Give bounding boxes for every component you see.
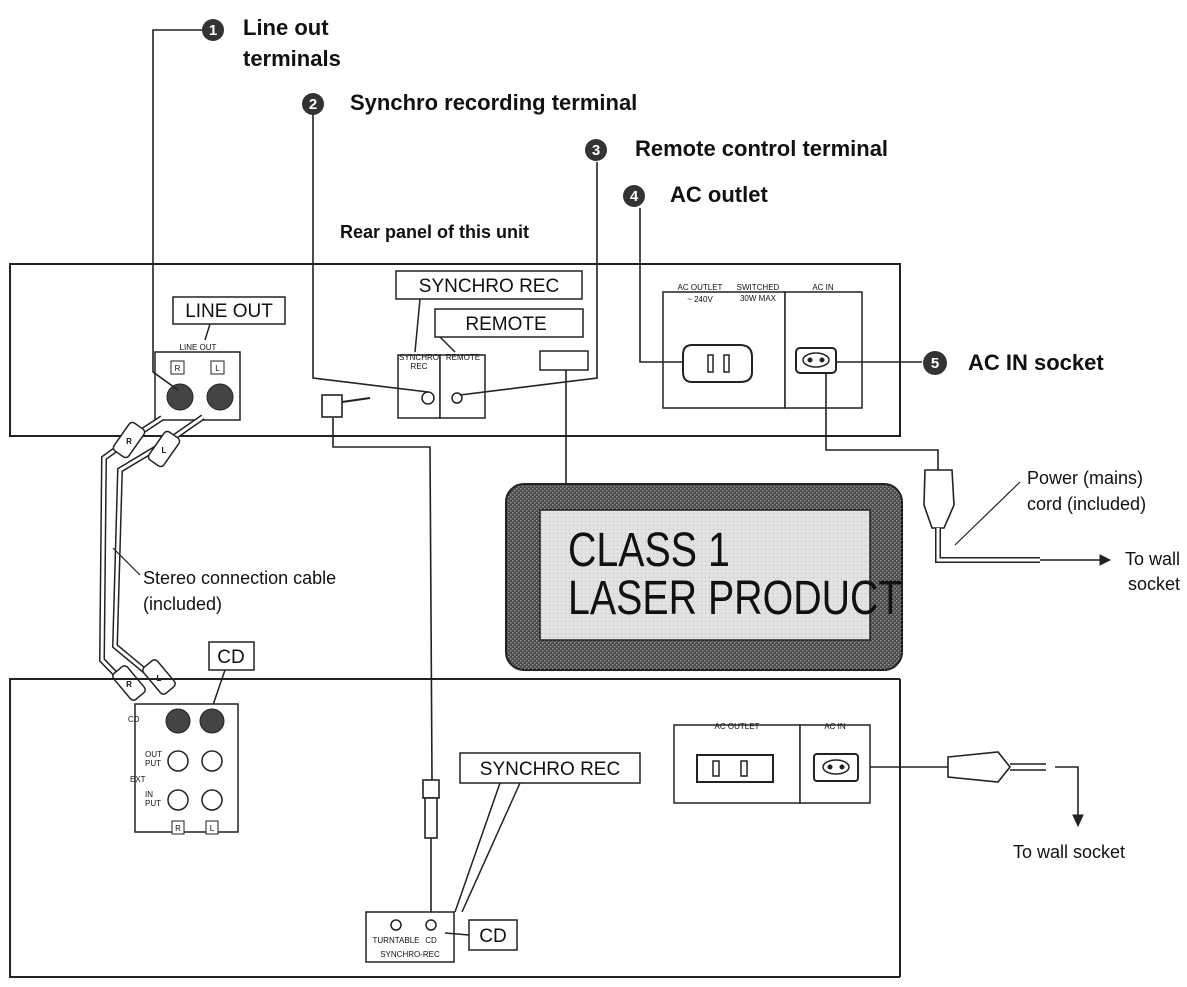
ext-output-l-jack[interactable]: [201, 750, 223, 772]
callout-2-text: Synchro recording terminal: [350, 90, 637, 115]
line-out-box-label: LINE OUT: [185, 301, 273, 322]
synchro-rec-jack-block-lower: [365, 911, 455, 963]
switched-label-1: SWITCHED: [737, 283, 780, 292]
synchro-small-label-1: SYNCHRO: [399, 353, 439, 362]
synchro-rec-small-label: SYNCHRO-REC: [380, 950, 440, 959]
callout-5-number: 5: [931, 355, 939, 372]
to-wall-socket-upper-1: To wall: [1125, 549, 1180, 569]
cable-plug-r-top-label: R: [126, 437, 132, 446]
switched-label-2: 30W MAX: [740, 294, 777, 303]
callout-1-number: 1: [209, 22, 217, 39]
lower-l-label: L: [210, 824, 215, 833]
turntable-small-label: TURNTABLE: [373, 936, 420, 945]
rear-panel-label: Rear panel of this unit: [340, 222, 529, 242]
to-wall-socket-lower: To wall socket: [1013, 842, 1125, 862]
callout-1-line2: terminals: [243, 46, 341, 71]
synchro-rec-box-lower-label: SYNCHRO REC: [480, 759, 620, 780]
cd-small-label: CD: [128, 715, 140, 724]
callout-3-badge: [585, 139, 607, 161]
stereo-cable-label-1: Stereo connection cable: [143, 568, 336, 588]
line-out-r-label: R: [175, 364, 181, 373]
ext-output-r-jack[interactable]: [167, 750, 189, 772]
callout-4: 4 AC outlet: [623, 182, 768, 207]
line-out-box: [172, 296, 286, 325]
to-wall-socket-upper-2: socket: [1128, 574, 1180, 594]
power-cord-label-2: cord (included): [1027, 494, 1146, 514]
remote-small-label: REMOTE: [446, 353, 480, 362]
line-out-r-jack[interactable]: [166, 383, 194, 411]
synchro-rec-box-lower: [459, 752, 641, 784]
output-label-2: PUT: [145, 759, 161, 768]
line-out-l-jack[interactable]: [206, 383, 234, 411]
cd-box-top-label: CD: [217, 647, 244, 668]
ext-small-label: EXT: [130, 775, 146, 784]
remote-jack[interactable]: [451, 392, 463, 404]
remote-jack-block: [439, 354, 486, 419]
callout-5: 5 AC IN socket: [923, 350, 1104, 375]
laser-line-2: LASER PRODUCT: [568, 571, 902, 625]
callout-3-number: 3: [592, 142, 600, 159]
ac-outlet-small-label-1: AC OUTLET: [678, 283, 723, 292]
cd-box-top: [208, 641, 255, 671]
stereo-cable-plugs: R L R L: [112, 421, 181, 701]
input-label-2: PUT: [145, 799, 161, 808]
callout-5-text: AC IN socket: [968, 350, 1104, 375]
laser-line-1: CLASS 1: [568, 523, 730, 577]
ac-in-small-label: AC IN: [812, 283, 834, 292]
cable-plug-l-top-label: L: [162, 446, 167, 455]
callout-2-badge: [302, 93, 324, 115]
synchro-rec-box-upper: [395, 270, 583, 300]
ac-outlet-lower-small-label: AC OUTLET: [715, 722, 760, 731]
line-out-l-label: L: [215, 364, 220, 373]
callout-3: 3 Remote control terminal: [585, 136, 888, 161]
callout-2-number: 2: [309, 96, 317, 113]
callout-4-badge: [623, 185, 645, 207]
callout-1-line1: Line out: [243, 15, 329, 40]
ext-input-l-jack[interactable]: [201, 789, 223, 811]
input-label-1: IN: [145, 790, 153, 799]
cd-box-bottom-label: CD: [479, 926, 506, 947]
output-label-1: OUT: [145, 750, 162, 759]
line-out-small-label: LINE OUT: [180, 343, 217, 352]
callout-2: 2 Synchro recording terminal: [302, 90, 637, 115]
lower-unit-panel: [9, 678, 900, 978]
cd-box-bottom: [468, 919, 518, 951]
cd-input-r-jack[interactable]: [165, 708, 191, 734]
turntable-jack[interactable]: [390, 919, 402, 931]
ac-outlet-socket-lower[interactable]: [696, 754, 774, 783]
lower-r-label: R: [175, 824, 181, 833]
remote-box-label: REMOTE: [465, 314, 546, 335]
callout-3-text: Remote control terminal: [635, 136, 888, 161]
upper-unit: LINE OUT LINE OUT R L SYNCHRO REC REMOTE…: [9, 263, 901, 437]
cd-synchro-jack[interactable]: [425, 919, 437, 931]
synchro-small-label-2: REC: [411, 362, 428, 371]
laser-product-label: CLASS 1 LASER PRODUCT: [505, 483, 903, 671]
callout-4-number: 4: [630, 188, 639, 205]
cd-input-l-jack[interactable]: [199, 708, 225, 734]
cable-plug-r-bottom-label: R: [126, 680, 132, 689]
callout-5-badge: [923, 351, 947, 375]
synchro-rec-jack-block: [397, 354, 441, 419]
synchro-rec-jack[interactable]: [421, 391, 435, 405]
stereo-cable-label-2: (included): [143, 594, 222, 614]
ext-input-r-jack[interactable]: [167, 789, 189, 811]
ac-in-lower-small-label: AC IN: [824, 722, 846, 731]
cd-jack-small-label: CD: [425, 936, 437, 945]
ac-outlet-socket-upper[interactable]: [682, 344, 753, 383]
remote-box: [434, 308, 584, 338]
laser-label-location: [539, 350, 589, 371]
callout-1: 1 Line out terminals: [202, 15, 341, 71]
callout-4-text: AC outlet: [670, 182, 768, 207]
ac-outlet-small-label-2: ~ 240V: [687, 295, 713, 304]
power-cord-label-1: Power (mains): [1027, 468, 1143, 488]
callout-1-badge: [202, 19, 224, 41]
callout-leaders: [152, 29, 922, 492]
synchro-rec-box-upper-label: SYNCHRO REC: [419, 276, 559, 297]
lower-unit: CD CD OUT PUT EXT IN PUT R L SYNCHRO REC…: [9, 641, 901, 978]
